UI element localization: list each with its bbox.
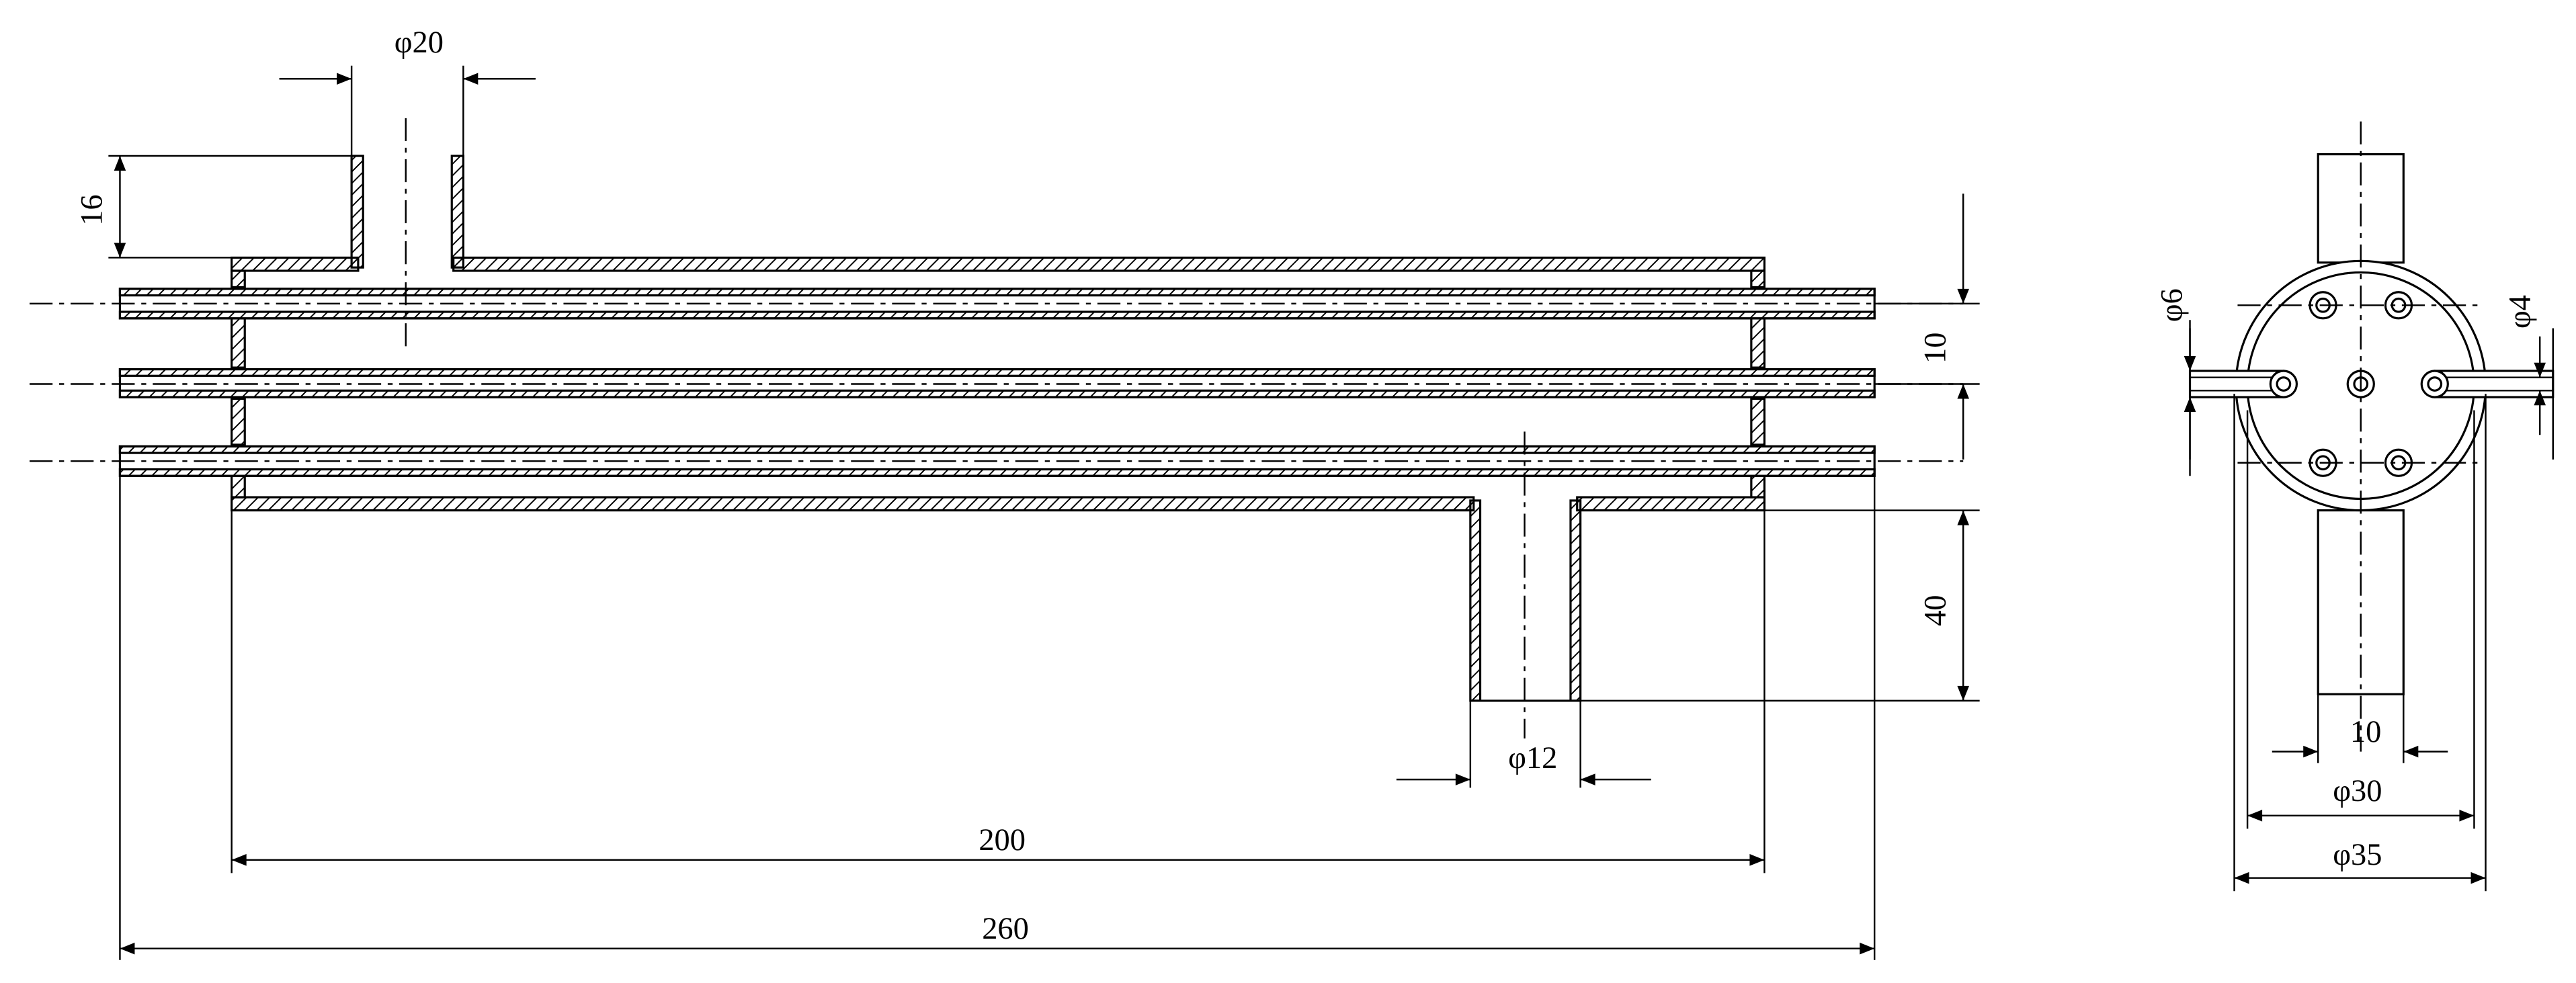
side-view [30, 65, 1980, 960]
tube-hole [2420, 370, 2449, 398]
dim-label-10-side: 10 [1918, 333, 1952, 364]
end-view-extension-lines [2189, 320, 2554, 892]
dimension-lines [114, 73, 1969, 955]
inlet-nozzle-top [350, 155, 464, 269]
side-pipe-right [2434, 370, 2554, 398]
dim-label-200: 200 [979, 823, 1026, 857]
dim-label-phi4: φ4 [2503, 295, 2538, 329]
end-view [2184, 121, 2554, 892]
end-view-center-lines [2237, 121, 2485, 752]
end-view-dimension-lines [2184, 328, 2546, 884]
dim-label-phi30: φ30 [2333, 774, 2382, 808]
dim-label-phi12: φ12 [1508, 741, 1557, 775]
dimension-labels: φ20 16 10 40 φ12 200 260 φ6 φ4 10 φ30 φ3… [75, 26, 2538, 946]
dim-label-phi6: φ6 [2155, 288, 2189, 322]
dim-label-260: 260 [982, 912, 1029, 946]
dim-label-16: 16 [75, 194, 110, 225]
shell-top-wall [231, 256, 1765, 272]
dim-label-phi35: φ35 [2333, 838, 2382, 872]
extension-lines [108, 65, 1980, 960]
outlet-nozzle-bottom [1469, 499, 1582, 702]
dim-label-10-end: 10 [2350, 715, 2381, 749]
dim-label-40: 40 [1918, 595, 1952, 626]
shell-bottom-wall [231, 496, 1765, 512]
tube-hole [2269, 370, 2298, 398]
dim-label-phi20: φ20 [394, 26, 444, 60]
shell-right-end-plate [1750, 269, 1765, 499]
center-lines [30, 118, 1964, 739]
